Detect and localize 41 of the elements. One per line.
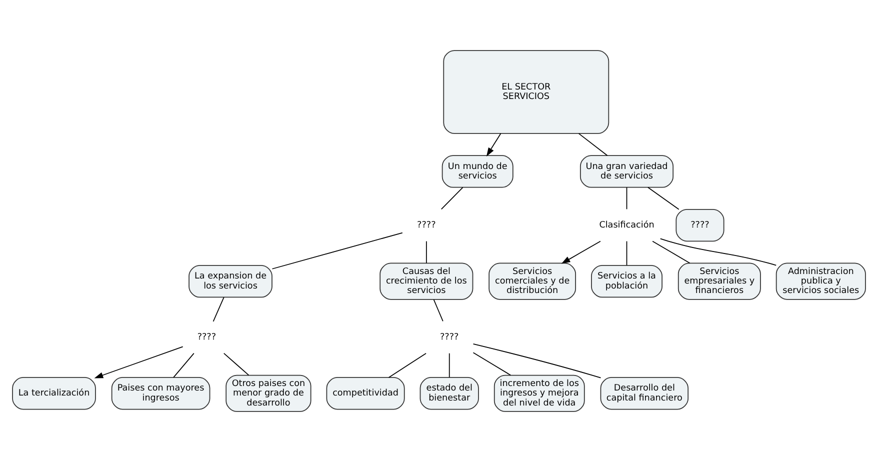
connector: [660, 238, 777, 266]
connector: [648, 186, 680, 210]
node-box: Otros paises con menor grado de desarrollo: [226, 374, 312, 412]
arrow: [486, 133, 502, 156]
node-box: incremento de los ingresos y mejora del nivel de vida: [494, 374, 585, 412]
node-box: EL SECTOR SERVICIOS: [443, 50, 610, 134]
node-box: Un mundo de servicios: [442, 155, 514, 188]
connector: [426, 240, 427, 264]
node-box: La expansion de los servicios: [188, 264, 272, 298]
connector: [652, 240, 690, 264]
arrow: [94, 346, 184, 378]
connector: [448, 352, 450, 378]
connector: [173, 352, 194, 378]
node-box: Causas del crecimiento de los servicios: [380, 262, 474, 300]
node-box: Servicios empresariales y financieros: [678, 262, 761, 300]
node-text: ????: [197, 332, 216, 343]
connector: [472, 343, 602, 378]
connector: [626, 186, 628, 210]
node-text: ????: [417, 220, 436, 230]
connector: [272, 232, 403, 270]
node-box: Servicios comerciales y de distribución: [488, 262, 576, 300]
node-box: Desarrollo del capital financiero: [600, 377, 689, 410]
connector: [440, 186, 464, 210]
connector: [433, 299, 444, 322]
connector: [578, 133, 608, 156]
connector: [626, 240, 628, 266]
node-box: Una gran variedad de servicios: [580, 155, 674, 188]
connector: [223, 352, 250, 376]
node-box: estado del bienestar: [420, 377, 479, 410]
node-box: competitividad: [326, 377, 405, 410]
node-box: Administracion publica y servicios sociales: [776, 262, 866, 300]
node-box: Paises con mayores ingresos: [111, 377, 210, 410]
connector: [472, 352, 511, 376]
node-text: ????: [440, 332, 459, 343]
node-text: Clasificación: [599, 220, 654, 230]
connector: [388, 352, 426, 378]
node-box: ????: [676, 208, 724, 242]
node-box: La tercialización: [12, 377, 96, 410]
arrow: [561, 240, 601, 264]
node-box: Servicios a la población: [591, 264, 662, 298]
connector: [212, 296, 224, 322]
